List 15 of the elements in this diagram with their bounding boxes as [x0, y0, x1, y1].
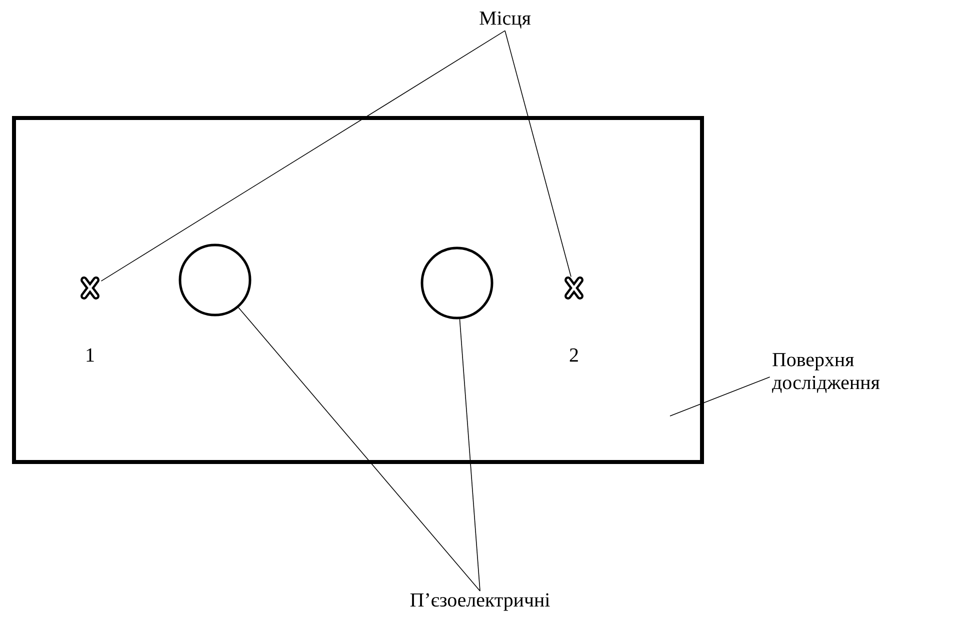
- leader-line: [459, 318, 480, 592]
- leader-line: [100, 30, 506, 282]
- leader-line: [238, 307, 480, 592]
- leader-line: [670, 376, 770, 416]
- callout-text: Місця: [480, 11, 531, 29]
- sensor-circle: [178, 244, 252, 316]
- cross-mark: [564, 276, 584, 300]
- sensor-circle: [420, 246, 494, 320]
- callout-number: 1: [86, 348, 94, 362]
- surface-rectangle: [12, 116, 704, 464]
- cross-mark: [80, 276, 100, 300]
- callout-number: 2: [570, 348, 578, 362]
- leader-line: [504, 30, 572, 278]
- callout-text: Поверхня дослідження: [772, 353, 880, 393]
- callout-text: П’єзоелектричні: [410, 593, 550, 611]
